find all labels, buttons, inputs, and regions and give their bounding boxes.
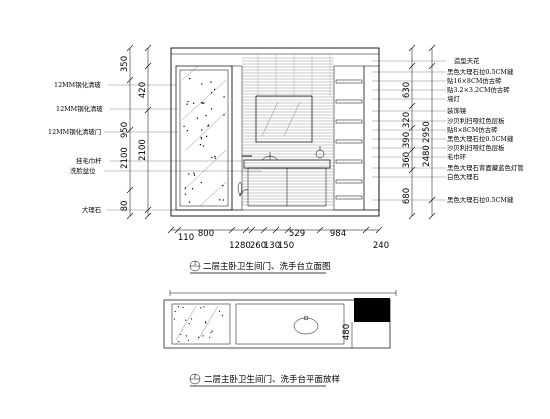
bottom-dim-130: 130 [264,241,280,251]
bottom-dim-260: 260 [250,241,266,251]
right-dimension-chain: 630 320 390 360 680 2950 2480 [402,44,436,220]
plan-caption-index: 2 [194,374,197,380]
plan-title: 二层主卧卫生间门、洗手台平面放样 [204,374,341,385]
note-tile-8x8: 贴8×8CM仿古砖 [447,125,498,134]
plan-glass-door [171,303,231,345]
note-towel-ring: 毛巾环 [447,152,467,161]
bottom-dim-800: 800 [198,229,214,239]
plan-speckles [173,306,223,343]
plan-glass-hatch [175,305,219,341]
right-notes: 造型天花 黑色大理石拉0.5CM缝 贴16×8CM仿古砖 贴3.2×3.2CM仿… [372,56,524,204]
decorative-mirror [255,95,313,143]
bottom-dim-1280: 1280 [229,241,251,251]
left-dim-80: 80 [120,201,130,212]
note-blue-light: 黑色大理石背面藏蓝色灯管 [447,163,524,172]
note-glass-door: 12MM钢化清玻门 [48,127,101,136]
elevation-caption: 1 二层主卧卫生间门、洗手台立面图 [189,261,331,274]
elevation-title: 二层主卧卫生间门、洗手台立面图 [203,261,331,272]
red-shelves [335,79,363,200]
right-dim-2480: 2480 [422,145,432,167]
right-dim-320: 320 [402,112,412,128]
note-marble: 大理石 [82,205,101,214]
bottom-dim-150: 150 [278,241,294,251]
plan-black-column [354,298,390,322]
bottom-dim-984: 984 [330,229,346,239]
plan-vanity [235,303,345,345]
plan-outline [163,299,391,349]
elevation-view [170,47,380,217]
glass-door-inner [179,69,229,207]
note-tile-3x3: 贴3.2×3.2CM仿古砖 [447,85,510,94]
note-glass-2: 12MM钢化清玻 [56,104,103,113]
glass-door [175,65,233,211]
right-dim-2950: 2950 [422,121,432,143]
right-dim-360: 360 [402,152,412,168]
elevation-frame [170,47,380,217]
left-dim-350: 350 [120,56,130,72]
bottom-dim-240: 240 [373,241,389,251]
note-white-marble: 白色大理石 [447,172,479,181]
note-black-marble-3: 黑色大理石拉0.5CM缝 [447,195,514,204]
left-dim-2100-outer: 2100 [120,147,130,169]
vanity-counter [243,159,331,169]
plan-caption: 2 二层主卧卫生间门、洗手台平面放样 [189,374,341,387]
plant [237,181,249,197]
plan-view: 480 [163,290,397,349]
mirror-reflections [261,101,301,137]
left-dim-2100-inner: 2100 [138,139,148,161]
note-towel-bar: 挂毛巾杆 [76,156,102,165]
plan-dim-480: 480 [342,324,352,340]
note-black-marble-1: 黑色大理石拉0.5CM缝 [447,67,514,76]
plan-faucet [303,315,309,321]
bottom-dimension-chain: 110 800 1280 260 130 150 529 984 240 [167,226,389,251]
left-dim-950: 950 [120,122,130,138]
right-dim-390: 390 [402,132,412,148]
marble-column [333,65,365,211]
note-ceiling: 造型天花 [454,56,480,65]
plan-basin [293,317,319,335]
right-marble-strip [363,65,380,211]
left-dim-420: 420 [138,82,148,98]
note-red-shelf-2: 沙贝利扫哑红色层板 [447,143,505,152]
note-wall-lamp: 墙灯 [447,94,460,103]
fixed-glass-panel [231,65,243,211]
note-mirror: 装饰镜 [447,106,467,115]
note-glass-1: 12MM钢化清玻 [54,80,101,89]
note-tile-16x8: 贴16×8CM仿古砖 [447,76,502,85]
glass-speckles [183,77,225,203]
bottom-dim-110: 110 [178,233,194,243]
note-black-marble-2: 黑色大理石拉0.5CM缝 [447,134,514,143]
bottom-dim-529: 529 [289,229,305,239]
note-red-shelf-1: 沙贝利扫哑红色层板 [447,116,505,125]
caption-index: 1 [194,261,197,267]
right-dim-680: 680 [402,188,412,204]
note-basin: 洗脸盆位 [70,166,96,175]
left-notes: 12MM钢化清玻 12MM钢化清玻 12MM钢化清玻门 挂毛巾杆 洗脸盆位 大理… [48,80,262,214]
glass-reflection-lines [181,65,227,207]
